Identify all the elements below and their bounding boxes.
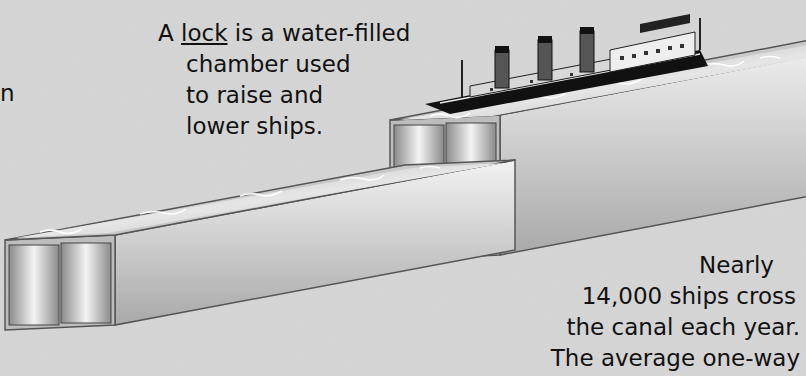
- ship: [425, 14, 708, 114]
- canal-fact: Nearly 14,000 ships cross the canal each…: [551, 250, 800, 374]
- text-line: lower ships.: [158, 111, 410, 142]
- text-line: to raise and: [158, 80, 410, 111]
- lock-definition: A lock is a water-filled chamber used to…: [158, 18, 410, 142]
- text-line: chamber used: [158, 49, 410, 80]
- text-line: A lock is a water-filled: [158, 18, 410, 49]
- text-line: n: [0, 78, 15, 109]
- cut-off-text: n: [0, 78, 15, 109]
- text-line: The average one-way: [551, 343, 800, 374]
- text-line: the canal each year.: [551, 312, 800, 343]
- text-line: 14,000 ships cross: [551, 281, 800, 312]
- lower-chamber: [5, 160, 515, 330]
- text-line: Nearly: [551, 250, 800, 281]
